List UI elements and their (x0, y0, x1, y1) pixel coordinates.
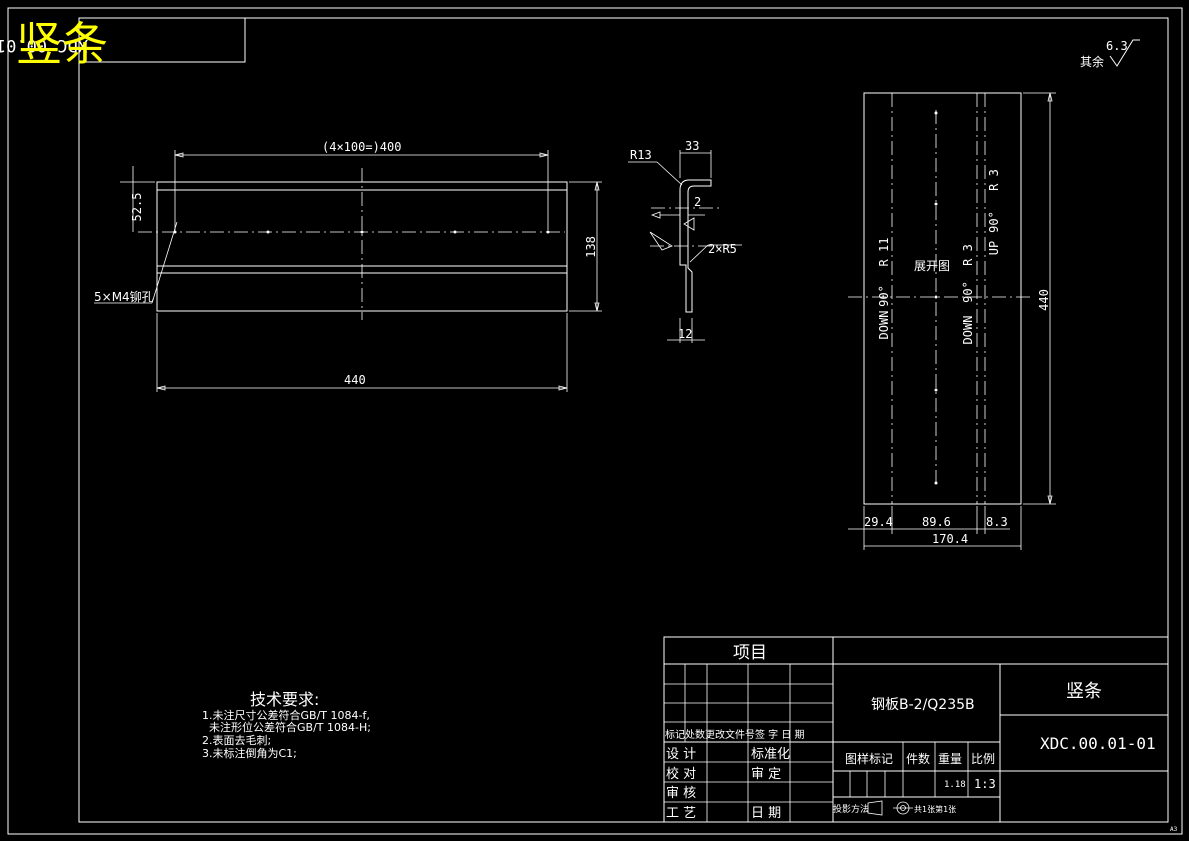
roughness-symbol (1109, 39, 1140, 67)
tech-line: 未注形位公差符合GB/T 1084-H; (202, 720, 371, 734)
unfold-angle1: 90° (877, 285, 891, 307)
top-code-text: XDC.00.01-01 (0, 35, 88, 55)
projection-symbol-icon (867, 800, 883, 816)
tb-material: 钢板B-2/Q235B (871, 697, 975, 713)
unfold-dim-total: 170.4 (932, 532, 968, 546)
unfold-dim-a: 29.4 (864, 515, 893, 529)
unfold-label: 展开图 (914, 259, 950, 273)
unfold-dim-height: 440 (1037, 289, 1051, 311)
tb-count: 件数 (906, 751, 930, 766)
unfold-radius2: R 3 (961, 244, 975, 266)
inner-frame (78, 17, 1169, 823)
unfold-angle3: 90° (987, 211, 1001, 233)
front-dim-top: (4×100=)400 (322, 140, 401, 154)
roughness-value: 6.3 (1106, 39, 1128, 53)
tb-rev-header: 标记处数更改文件号签 字 日 期 (665, 728, 805, 741)
side-dim-top: 33 (685, 139, 699, 153)
unfold-outline (863, 92, 1022, 505)
tech-line: 3.未标注倒角为C1; (202, 746, 297, 760)
side-radius-top: R13 (630, 148, 652, 162)
unfold-radius3: R 3 (987, 169, 1001, 191)
front-view: (4×100=)400 440 52.5 138 5×M4铆孔 (94, 140, 602, 392)
tb-design: 设 计 (666, 747, 696, 762)
tb-drawing-no: XDC.00.01-01 (1040, 734, 1156, 753)
tech-requirements: 技术要求: 1.未注尺寸公差符合GB/T 1084-f, 未注形位公差符合GB/… (202, 690, 371, 760)
side-dim-bottom: 12 (678, 327, 692, 341)
unfold-down1: DOWN (877, 311, 891, 340)
side-view: 33 R13 2 2×R5 12 (628, 139, 742, 343)
tb-weight-value: 1.18 (944, 780, 966, 790)
tb-audit: 审 核 (666, 786, 696, 801)
tb-scale-value: 1:3 (974, 777, 996, 791)
unfold-radius1: R 11 (877, 238, 891, 267)
rivet-hole (453, 230, 457, 234)
tb-part-name: 竖条 (1066, 681, 1102, 702)
tb-sheets: 共1张第1张 (914, 804, 956, 814)
unfold-angle2: 90° (961, 281, 975, 303)
tb-scale-label: 比例 (971, 752, 995, 766)
unfold-dim-b: 89.6 (922, 515, 951, 529)
tech-title: 技术要求: (250, 690, 319, 709)
unfold-dim-c: 8.3 (986, 515, 1008, 529)
tb-standard: 标准化 (751, 747, 790, 762)
rivet-hole (546, 230, 550, 234)
tb-check: 校 对 (666, 766, 696, 782)
roughness-label: 其余 (1080, 54, 1104, 69)
side-profile (679, 179, 712, 313)
front-dim-bottom: 440 (344, 373, 366, 387)
tb-process: 工 艺 (666, 806, 696, 821)
tb-project: 项目 (733, 643, 767, 663)
front-dim-left: 52.5 (130, 193, 144, 222)
side-dim-thickness: 2 (694, 195, 701, 209)
tech-line: 2.表面去毛刺; (202, 733, 271, 747)
unfold-up: UP (987, 241, 1001, 255)
tb-stage-mark: 图样标记 (845, 751, 893, 766)
unfold-down2: DOWN (961, 316, 975, 345)
side-radius-bend: 2×R5 (708, 242, 737, 256)
tech-line: 1.未注尺寸公差符合GB/T 1084-f, (202, 708, 370, 722)
tb-date: 日 期 (751, 806, 781, 821)
outer-frame (7, 7, 1183, 835)
rivet-hole (360, 230, 364, 234)
tb-weight: 重量 (938, 752, 962, 766)
sheet-size: A3 (1170, 826, 1178, 833)
tb-projection: 投影方法 (833, 803, 869, 815)
corner-title: 竖条 (16, 17, 108, 71)
front-hole-note: 5×M4铆孔 (94, 289, 154, 304)
unfold-view: 展开图 R 11 90° DOWN R 3 90° DOWN R 3 90° U… (848, 92, 1056, 550)
rivet-hole (266, 230, 270, 234)
tb-review: 审 定 (751, 767, 781, 782)
top-code-box (78, 17, 246, 63)
front-dim-right: 138 (584, 236, 598, 258)
title-block: 项目 钢板B-2/Q235B 竖条 XDC.00.01-01 标记处数更改文件号… (663, 636, 1169, 823)
